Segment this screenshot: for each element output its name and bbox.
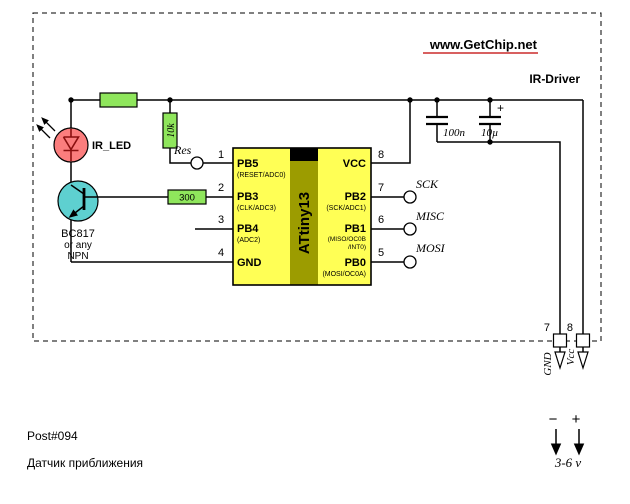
wires [70,99,584,352]
pin-sub-pb3: (CLK/ADC3) [237,205,276,212]
transistor-label: BC817 [61,228,95,240]
resistor-10k-label: 10k [166,123,177,138]
pin-name-gnd: GND [237,257,262,269]
website-link: www.GetChip.net [429,37,538,52]
pin-sub-pb4: (ADC2) [237,237,260,244]
reset-node [190,156,204,170]
sck-node [403,190,417,204]
power-terminals: 7 8 GND Vcc [542,322,591,376]
pin-name-pb2: PB2 [345,191,366,203]
post-number-label: Post#094 [27,429,78,443]
caption-label: Датчик приближения [27,456,143,470]
pin-number-2: 2 [218,182,224,194]
chip-outline [232,147,372,286]
pin-name-vcc: VCC [343,158,366,170]
minus-sign: − [549,411,558,428]
pin-name-pb5: PB5 [237,158,258,170]
junction-dot [68,97,74,103]
header: www.GetChip.net IR-Driver [423,37,580,86]
pin-name-pb3: PB3 [237,191,258,203]
sck-label: SCK [416,177,439,191]
pin-numbers: 1 2 3 4 8 7 6 5 [218,149,384,259]
transistor-collector-icon [70,184,85,195]
led-diode-symbol-icon [62,129,80,161]
cap-10u-label: 10µ [481,127,498,139]
wire-gnd-out [437,141,561,334]
transistor-bc817: BC817 or any NPN [57,180,99,262]
pin-name-pb4: PB4 [237,223,259,235]
pin-name-pb1: PB1 [345,223,366,235]
resistor-10k [162,112,178,149]
footer: Post#094 Датчик приближения [27,429,143,470]
pin-sub-pb0: (MOSI/OC0A) [322,271,366,278]
terminal-7-number: 7 [544,322,550,334]
reset-label: Res [173,143,192,157]
junction-dot [407,97,413,103]
resistor-series [99,92,138,108]
junction-dot [487,97,493,103]
junction-dot [167,97,173,103]
pin-number-7: 7 [378,182,384,194]
pin-sub-pb5: (RESET/ADC0) [237,172,286,179]
terminal-8-number: 8 [567,322,573,334]
gnd-terminal-label: GND [542,352,554,375]
vcc-terminal-label: Vcc [565,349,577,366]
transistor-note-line2: NPN [67,251,88,262]
wire-pullup-bottom [169,148,191,164]
module-dashed-border [32,12,602,342]
pin-number-4: 4 [218,247,224,259]
mosi-label: MOSI [415,241,446,255]
cap-10u-plus-sign: + [497,101,504,115]
voltage-range-label: 3-6 v [554,455,582,470]
pin-number-5: 5 [378,247,384,259]
transistor-emitter-icon [68,205,85,218]
signal-connectors: Res SCK MISC MOSI [173,143,446,269]
resistor-300 [167,189,207,205]
resistor-300-label: 300 [179,193,195,204]
misc-node [403,222,417,236]
pin-number-3: 3 [218,214,224,226]
led-emission-arrow-icon [36,124,51,139]
chip-center-stripe [290,148,318,285]
wire-vcc-pin8 [371,100,411,164]
capacitor-10u: + 10µ [479,101,504,139]
junction-dot [487,139,493,145]
ir-led: IR_LED [36,117,131,163]
terminal-8-box [575,333,591,348]
pin-sub-pb2: (SCK/ADC1) [326,205,366,212]
chip-notch [290,148,318,161]
transistor-body [57,180,99,222]
pin-sub-pb1-line2: /INT0) [348,244,366,251]
page-title: IR-Driver [529,72,580,86]
vcc-plug-arrow-icon [577,351,589,371]
pin-number-8: 8 [378,149,384,161]
terminal-7-box [552,333,568,348]
supply-polarity: − + 3-6 v [549,411,585,470]
transistor-note-line1: or any [64,240,92,251]
gnd-plug-arrow-icon [554,351,566,371]
mosi-node [403,255,417,269]
chip-name: ATtiny13 [296,192,313,254]
pin-sub-pb1-line1: (MISO/OC0B [328,236,366,243]
junction-dot [434,97,440,103]
junction-dots [68,97,493,145]
cap-100n-label: 100n [443,127,466,139]
misc-label: MISC [415,209,445,223]
pin-name-pb0: PB0 [345,257,366,269]
led-label: IR_LED [92,140,131,152]
capacitor-100n: 100n [426,115,466,139]
chip-attiny13: ATtiny13 PB5 (RESET/ADC0) PB3 (CLK/ADC3)… [232,147,372,286]
pin-number-6: 6 [378,214,384,226]
plus-sign: + [572,411,581,428]
led-emission-arrow-icon [41,117,56,132]
pin-number-1: 1 [218,149,224,161]
